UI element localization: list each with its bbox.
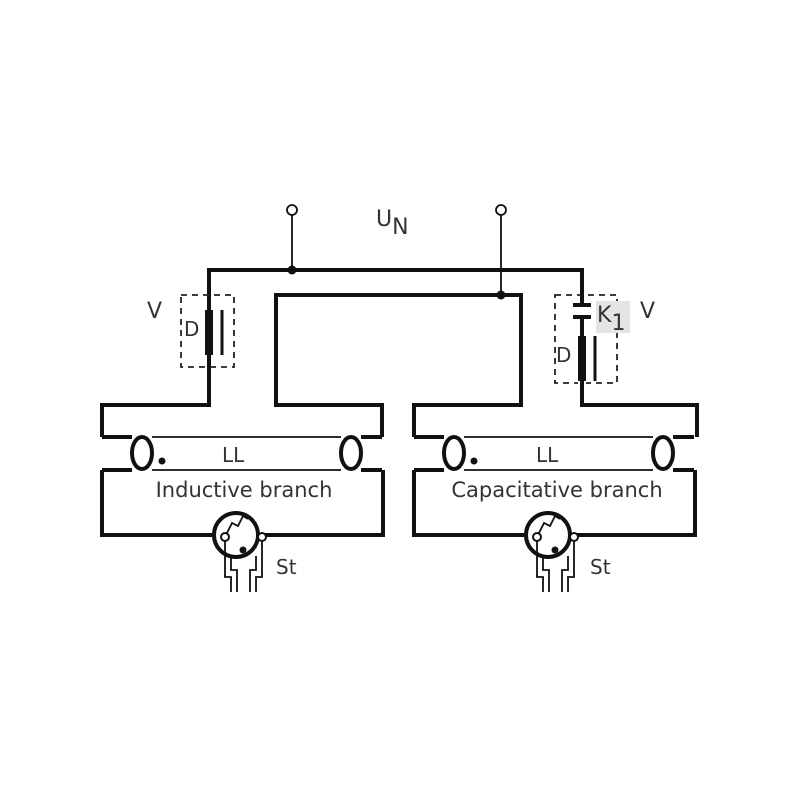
starter [524,511,579,592]
filament-left [130,435,154,471]
filament-left [442,435,466,471]
inductive-branch-label: Inductive branch [156,478,333,502]
capacitive-choke-label: D [556,343,571,367]
inductive-choke-label: D [184,317,199,341]
capacitive-unit-label: V [640,299,655,324]
fluorescent-tube [102,435,382,472]
fluorescent-tube [414,435,694,472]
inductive-unit-label: V [147,299,162,324]
supply-terminals [286,204,507,300]
filament-right [339,435,363,471]
filament-right [651,435,675,471]
supply-label: UN [376,207,409,240]
capacitive-starter-label: St [590,555,611,579]
inductive-starter-label: St [276,555,297,579]
inductive-lamp-label: LL [222,443,245,467]
wiring [100,268,699,437]
capacitor-label: K1 [597,303,625,336]
inductive-ballast [180,294,235,368]
capacitive-lamp-label: LL [536,443,559,467]
capacitive-lamp-branch [412,435,697,592]
choke-coil [578,336,586,381]
starter [212,511,267,592]
marker-dot [470,457,478,465]
marker-dot [158,457,166,465]
capacitive-branch-label: Capacitative branch [451,478,662,502]
inductive-lamp-branch [100,435,385,592]
capacitive-ballast [554,290,630,400]
choke-coil [205,310,213,355]
